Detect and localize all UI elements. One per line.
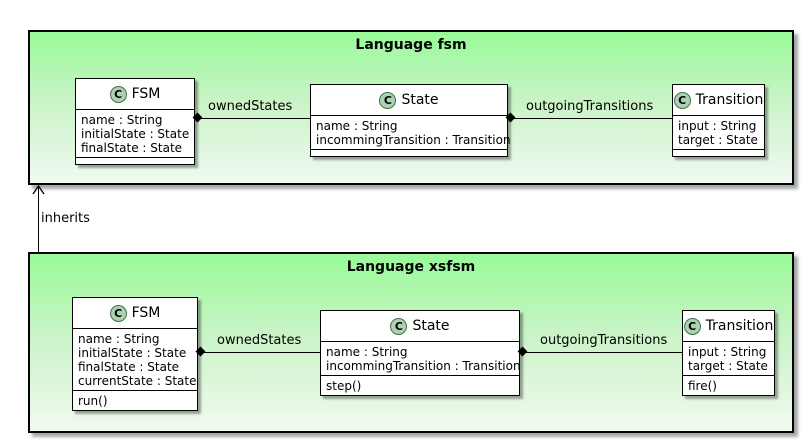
class-name: State <box>401 92 439 108</box>
class-title: C FSM <box>76 79 194 109</box>
package-language-xsfsm: Language xsfsm C FSM name : String initi… <box>28 252 794 433</box>
class-attribute: target : State <box>678 133 758 147</box>
class-attributes: input : String target : State <box>673 115 764 149</box>
class-title: C Transition <box>673 85 764 115</box>
class-title: C State <box>321 311 519 341</box>
class-attribute: target : State <box>688 359 768 373</box>
class-method: step() <box>326 379 362 393</box>
class-attribute: finalState : State <box>81 141 183 155</box>
class-attribute: initialState : State <box>81 127 190 141</box>
class-attribute: incommingTransition : Transition <box>326 359 521 373</box>
class-box-transition: C Transition input : String target : Sta… <box>682 310 775 396</box>
class-icon-letter: C <box>678 93 687 107</box>
class-c-icon: C <box>683 317 701 335</box>
class-attribute: name : String <box>78 332 160 346</box>
class-box-state: C State name : String incommingTransitio… <box>310 84 511 157</box>
class-attribute: initialState : State <box>78 346 187 360</box>
relation-label-inherits: inherits <box>41 211 90 226</box>
class-icon-letter: C <box>688 319 697 333</box>
class-box-transition: C Transition input : String target : Sta… <box>672 84 765 157</box>
class-attribute: name : String <box>326 345 408 359</box>
relation-line-outgoingtransitions <box>520 352 682 353</box>
class-title: C FSM <box>73 298 197 328</box>
relation-label-ownedstates: ownedStates <box>217 333 302 348</box>
relation-line-ownedstates <box>195 118 310 119</box>
relation-label-outgoingtransitions: outgoingTransitions <box>526 99 654 114</box>
class-title: C State <box>311 85 507 115</box>
class-methods-empty <box>311 149 507 156</box>
relation-label-outgoingtransitions: outgoingTransitions <box>540 333 668 348</box>
relation-label-ownedstates: ownedStates <box>208 99 293 114</box>
relation-line-ownedstates <box>198 352 320 353</box>
class-attribute: incommingTransition : Transition <box>316 133 511 147</box>
class-attribute: input : String <box>688 345 767 359</box>
class-name: State <box>412 318 450 334</box>
class-icon-letter: C <box>114 306 123 320</box>
package-title: Language fsm <box>355 37 467 53</box>
class-icon-letter: C <box>383 93 392 107</box>
class-methods-empty <box>76 157 194 164</box>
class-icon-letter: C <box>114 87 123 101</box>
class-attributes: input : String target : State <box>683 341 774 375</box>
class-c-icon: C <box>109 85 127 103</box>
class-name: FSM <box>131 86 161 102</box>
class-name: FSM <box>131 305 161 321</box>
package-title: Language xsfsm <box>346 259 476 275</box>
class-attribute: name : String <box>316 119 398 133</box>
class-box-fsm: C FSM name : String initialState : State… <box>75 78 195 165</box>
class-methods: fire() <box>683 375 774 395</box>
class-attribute: finalState : State <box>78 360 180 374</box>
class-attribute: input : String <box>678 119 757 133</box>
class-methods: run() <box>73 390 197 410</box>
class-c-icon: C <box>109 304 127 322</box>
class-title: C Transition <box>683 311 774 341</box>
class-attribute: currentState : State <box>78 374 197 388</box>
class-icon-letter: C <box>394 319 403 333</box>
package-language-fsm: Language fsm C FSM name : String initial… <box>28 30 794 185</box>
class-name: Transition <box>705 318 774 334</box>
class-c-icon: C <box>390 317 408 335</box>
class-method: fire() <box>688 379 717 393</box>
class-name: Transition <box>695 92 764 108</box>
class-methods: step() <box>321 375 519 395</box>
inherits-relation-line <box>38 187 39 252</box>
class-c-icon: C <box>673 91 691 109</box>
class-box-state: C State name : String incommingTransitio… <box>320 310 521 396</box>
class-method: run() <box>78 394 108 408</box>
class-attributes: name : String initialState : State final… <box>73 328 197 390</box>
class-c-icon: C <box>379 91 397 109</box>
relation-line-outgoingtransitions <box>508 118 672 119</box>
class-methods-empty <box>673 149 764 156</box>
class-attribute: name : String <box>81 113 163 127</box>
class-box-fsm: C FSM name : String initialState : State… <box>72 297 198 411</box>
class-attributes: name : String initialState : State final… <box>76 109 194 157</box>
class-attributes: name : String incommingTransition : Tran… <box>311 115 511 149</box>
class-attributes: name : String incommingTransition : Tran… <box>321 341 521 375</box>
arrowhead-up-icon <box>32 185 45 195</box>
